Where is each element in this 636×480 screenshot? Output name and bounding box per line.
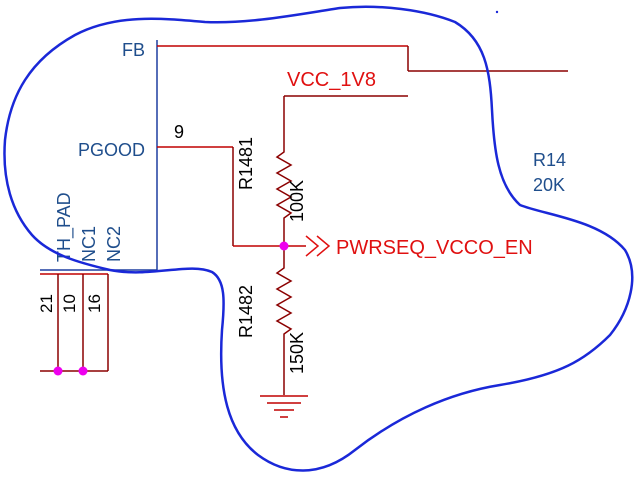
pin-number-10: 10 [60, 294, 79, 313]
junction-dot-left [53, 366, 63, 376]
pin-number-16: 16 [85, 294, 104, 313]
pin-label-nc1: NC1 [79, 226, 99, 262]
resistor-r1481 [275, 140, 293, 246]
ic-body-outline [40, 40, 158, 271]
offpage-connector-icon [305, 235, 331, 257]
resistor-r1482 [275, 246, 293, 395]
resistor-r1482-value: 150K [287, 332, 307, 374]
pin-label-pgood: PGOOD [78, 140, 145, 160]
resistor-r14-ref: R14 [533, 150, 566, 170]
pin-number-21: 21 [37, 294, 56, 313]
resistor-r14-value: 20K [533, 175, 565, 195]
vcc-rail-wire [283, 95, 408, 140]
resistor-r1481-ref: R1481 [236, 137, 256, 190]
ground-symbol-icon [260, 395, 308, 418]
annotation-dot [495, 10, 499, 14]
pin-label-nc2: NC2 [104, 226, 124, 262]
resistor-r1482-ref: R1482 [236, 285, 256, 338]
pgood-net-wire [157, 146, 306, 247]
fb-net-wire [157, 45, 568, 72]
junction-dot-mid [78, 366, 88, 376]
pin-label-fb: FB [122, 40, 145, 60]
net-label-vcc: VCC_1V8 [287, 69, 376, 91]
pin-number-9: 9 [174, 122, 184, 142]
annotation-loop [3, 5, 634, 472]
resistor-r1481-value: 100K [287, 180, 307, 222]
junction-dot-icon [279, 241, 289, 251]
net-label-pwrseq: PWRSEQ_VCCO_EN [336, 237, 533, 259]
lower-pin-wires [40, 273, 109, 372]
pin-label-th-pad: TH_PAD [54, 192, 75, 262]
